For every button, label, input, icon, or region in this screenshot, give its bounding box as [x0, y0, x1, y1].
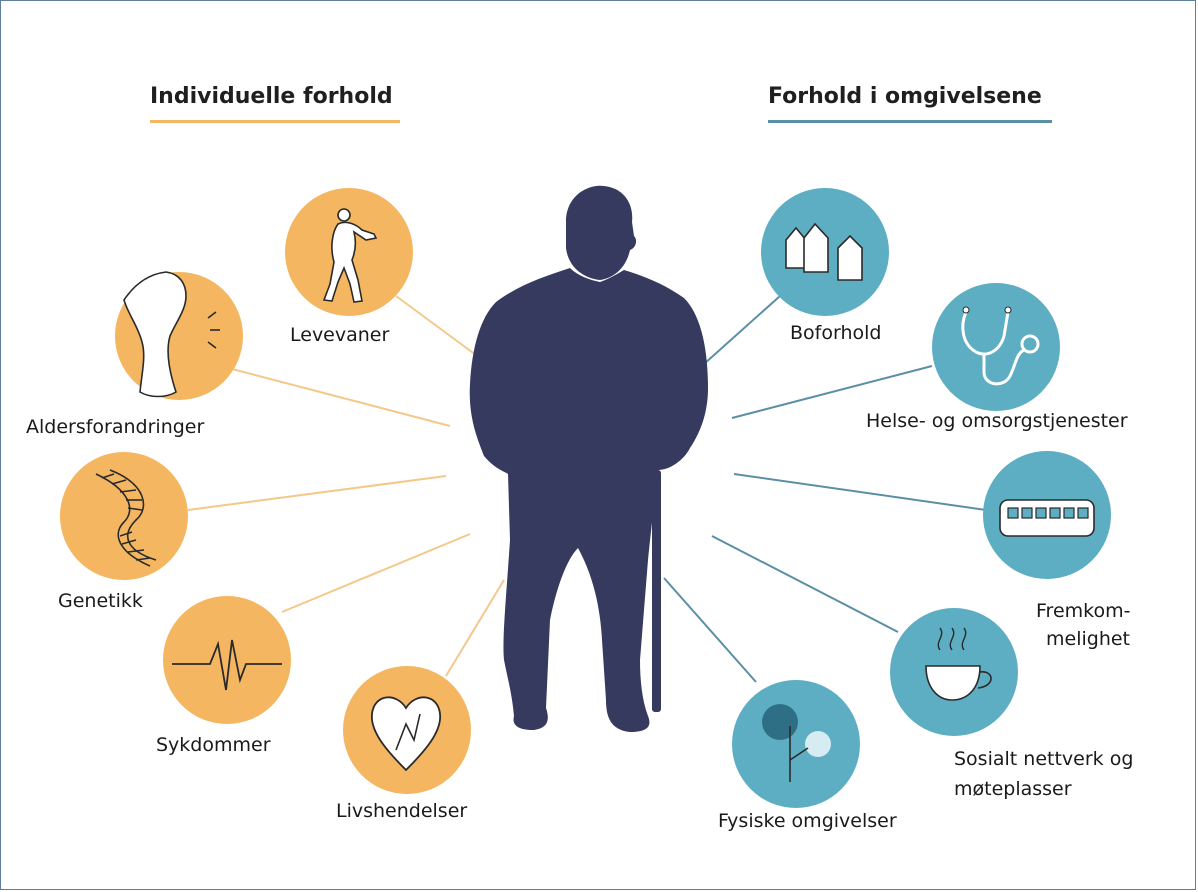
- stethoscope-icon: [961, 311, 1040, 386]
- bus-icon: [999, 499, 1095, 537]
- circle-aldersforandringer: [115, 271, 243, 400]
- label-boforhold: Boforhold: [790, 322, 882, 344]
- tree-icon: [762, 704, 831, 782]
- individual-connectors: [187, 295, 505, 677]
- circle-helse: [932, 283, 1060, 411]
- connector-boforhold: [703, 295, 781, 365]
- knee-joint-icon: [123, 271, 187, 398]
- connector-fremkommelighet: [733, 473, 987, 511]
- circle-genetikk: [60, 452, 188, 580]
- connector-livshendelser: [445, 579, 505, 677]
- body-shape: [469, 268, 708, 732]
- coffee-cup-icon: [925, 627, 992, 701]
- heartbeat-pulse-icon: [172, 639, 282, 691]
- connector-genetikk: [187, 475, 447, 511]
- label-sosialt-line2: møteplasser: [954, 778, 1072, 800]
- broken-heart-icon: [371, 696, 441, 772]
- heading-environment-underline: [768, 120, 1052, 123]
- connector-sykdommer: [281, 533, 471, 613]
- circle-levevaner: [285, 188, 413, 316]
- connector-levevaner: [395, 295, 481, 359]
- connector-fysiske: [663, 577, 757, 683]
- walking-person-icon: [322, 208, 378, 303]
- label-sosialt-line1: Sosialt nettverk og: [954, 748, 1134, 770]
- label-aldersforandringer: Aldersforandringer: [26, 416, 205, 438]
- circle-fysiske: [732, 680, 860, 808]
- label-helse: Helse- og omsorgstjenester: [866, 410, 1128, 432]
- circle-sykdommer: [163, 596, 291, 724]
- label-genetikk: Genetikk: [58, 590, 143, 612]
- label-livshendelser: Livshendelser: [336, 800, 468, 822]
- heading-individual: Individuelle forhold: [150, 84, 393, 109]
- circle-livshendelser: [343, 666, 471, 794]
- dna-helix-icon: [95, 469, 157, 567]
- label-sykdommer: Sykdommer: [156, 734, 271, 756]
- connector-helse: [731, 365, 933, 419]
- environment-connectors: [663, 295, 987, 683]
- circle-boforhold: [761, 188, 889, 316]
- label-levevaner: Levevaner: [290, 324, 390, 346]
- circle-fremkommelighet: [983, 451, 1111, 579]
- cane-shape: [652, 470, 661, 712]
- head-shape: [566, 185, 637, 280]
- heading-environment: Forhold i omgivelsene: [768, 84, 1042, 109]
- circle-sosialt: [890, 608, 1018, 736]
- houses-icon: [785, 222, 863, 281]
- connector-aldersforandringer: [231, 368, 451, 427]
- label-fysiske: Fysiske omgivelser: [718, 810, 897, 832]
- heading-individual-underline: [150, 120, 400, 123]
- elderly-man-silhouette: [469, 185, 708, 732]
- connector-sosialt: [711, 535, 899, 633]
- label-fremkommelighet-line2: melighet: [1046, 628, 1130, 650]
- label-fremkommelighet-line1: Fremkom-: [1036, 600, 1131, 622]
